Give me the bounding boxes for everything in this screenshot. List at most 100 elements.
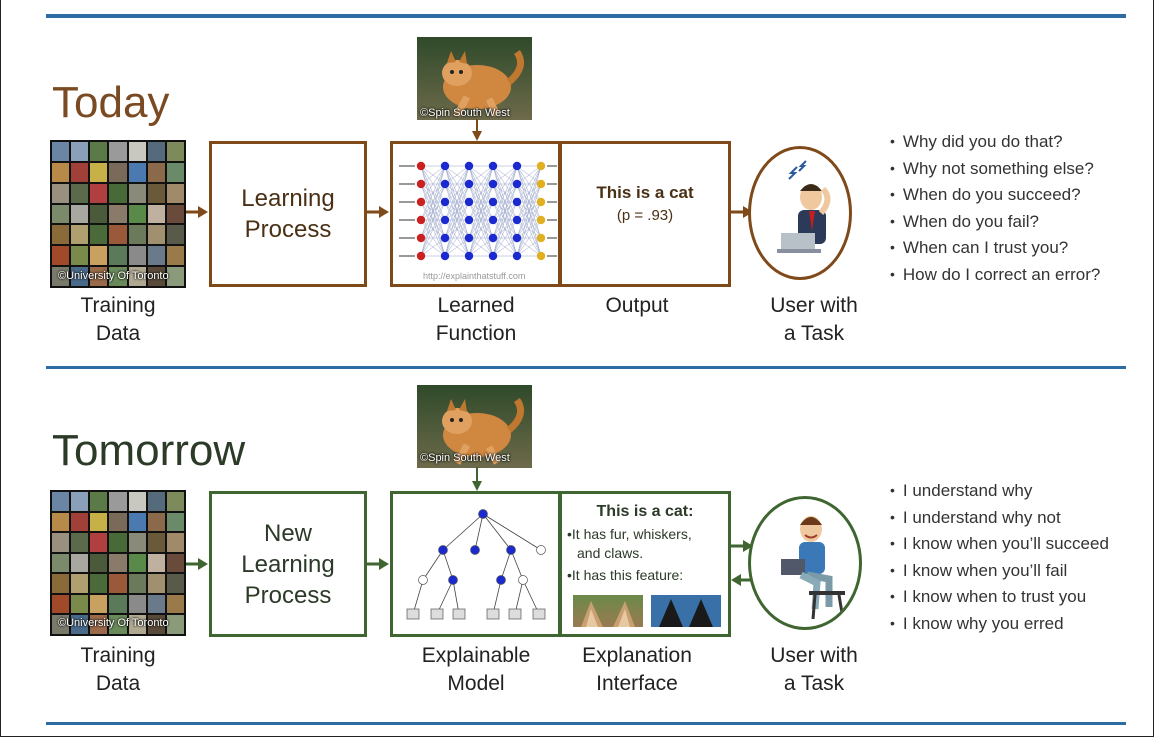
nn-node [488,215,498,225]
nn-edge [492,165,518,257]
tomorrow-heading: Tomorrow [52,426,246,475]
middle-rule [46,366,1126,369]
nn-node [416,197,426,207]
explanation-point-1: •It has fur, whiskers, [567,525,692,544]
label-line: Data [95,672,141,695]
nn-node [416,233,426,243]
nn-edge [468,165,494,203]
explanation-point-1-cont: and claws. [577,545,644,561]
explanation-point-2: •It has this feature: [567,566,683,585]
today-output-label: Output [605,294,669,317]
nn-edge [492,165,518,203]
neural-network-diagram [399,161,557,261]
tree-node [418,575,428,585]
nn-edge [420,237,446,257]
tree-edge [442,549,454,581]
explanation-text: It has this feature: [571,567,684,583]
nn-node [464,161,474,171]
nn-edge [444,165,470,221]
today-user-avatar [748,146,852,280]
nn-edge [516,219,542,257]
nn-edge [468,165,494,257]
tomorrow-arrow-2 [367,558,389,570]
nn-node [512,179,522,189]
box-line: Learning [241,550,335,578]
today-questions-list: Why did you do that? Why not something e… [890,129,1100,289]
nn-node [488,197,498,207]
nn-node [440,215,450,225]
decision-tree-diagram [406,509,546,620]
nn-edge [468,165,494,221]
today-user-label: User with a Task [750,292,878,348]
tomorrow-interface-label: Explanation Interface [565,642,709,698]
tomorrow-training-credit: ©University Of Toronto [58,617,169,629]
tree-node [470,545,480,555]
question-item: Why did you do that? [890,129,1100,156]
nn-edge [516,237,542,257]
nn-edge [420,165,446,203]
label-line: Explanation [582,644,692,667]
nn-edge [420,183,446,257]
statement-item: I know when to trust you [890,584,1109,611]
tree-node [506,545,516,555]
tree-edge [492,579,502,615]
nn-node [488,179,498,189]
label-line: Function [435,322,517,345]
nn-node [464,251,474,261]
tree-node [496,575,506,585]
nn-edge [492,201,518,257]
nn-edge [516,183,542,257]
nn-node [416,179,426,189]
tomorrow-training-data-image [50,490,186,636]
nn-node [464,233,474,243]
nn-edge [420,219,446,257]
nn-edge [516,165,542,257]
tree-edge [412,579,424,615]
tree-node [448,575,458,585]
nn-node [512,251,522,261]
nn-edge [516,165,542,221]
nn-edge [516,165,542,203]
nn-edge [468,165,494,239]
statement-item: I know when you’ll fail [890,558,1109,585]
tomorrow-learning-process-box: New Learning Process [209,491,367,637]
nn-edge [444,165,470,185]
tree-leaf [452,608,466,620]
nn-edge [516,201,542,257]
today-cat-arrow [472,119,482,141]
tree-node [536,545,546,555]
nn-node [488,233,498,243]
statement-item: I understand why not [890,505,1109,532]
label-line: Interface [596,672,678,695]
nn-edge [492,165,518,221]
feature-image-whiskers [573,595,643,627]
nn-edge [444,165,470,257]
today-training-credit: ©University Of Toronto [58,270,169,282]
today-learned-function-label: Learned Function [400,292,552,348]
label-line: Training [80,294,156,317]
nn-node [536,251,546,261]
tree-edge [442,513,484,551]
tomorrow-arrow-to-user [731,540,753,552]
nn-edge [492,165,518,185]
today-nn-credit: http://explainthatstuff.com [423,271,526,281]
tree-edge [522,579,540,615]
nn-edge [420,165,446,221]
statement-item: I understand why [890,478,1109,505]
nn-node [464,215,474,225]
tree-leaf [406,608,420,620]
tree-edge [474,513,484,551]
nn-node [488,161,498,171]
tree-node [478,509,488,519]
nn-node [440,161,450,171]
nn-node [440,179,450,189]
tree-leaf [486,608,500,620]
nn-edge [492,183,518,257]
nn-edge [420,165,446,257]
tree-edge [482,513,512,551]
nn-edge [444,183,470,257]
nn-node [464,179,474,189]
tomorrow-user-label: User with a Task [750,642,878,698]
nn-edge [492,237,518,257]
nn-node [416,215,426,225]
